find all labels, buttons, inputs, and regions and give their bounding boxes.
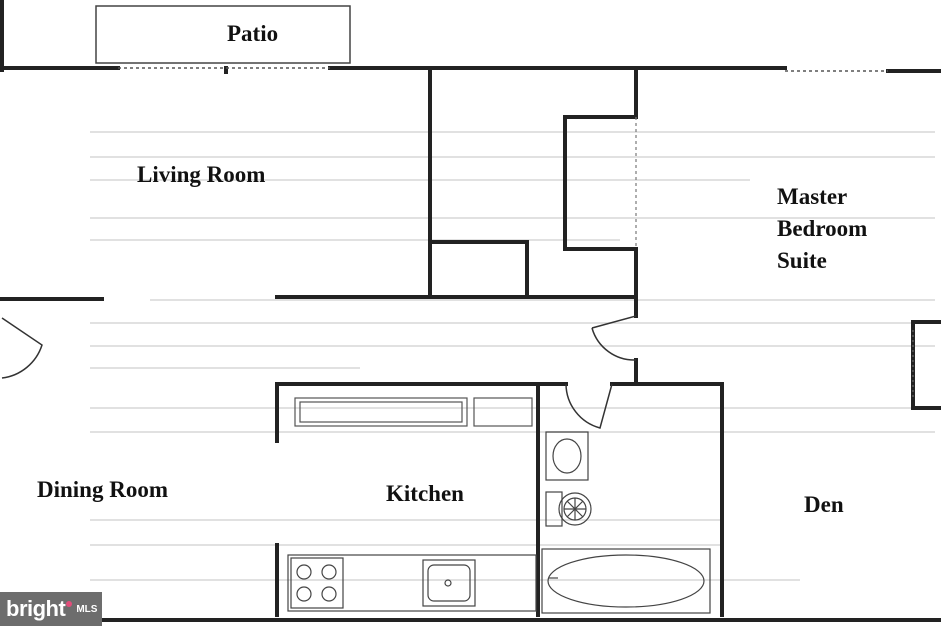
kitchen-lower-counter xyxy=(287,554,537,612)
dining-room-label: Dining Room xyxy=(37,477,168,502)
kitchen-upper-counter xyxy=(294,397,533,427)
watermark-dot-icon xyxy=(66,601,73,607)
master-bedroom-label-line2: Bedroom xyxy=(777,216,868,241)
watermark-suffix: MLS xyxy=(76,603,98,615)
patio-outline xyxy=(95,5,351,64)
background-ghost-lines xyxy=(90,131,935,581)
den-label: Den xyxy=(804,492,844,517)
master-bedroom-label-line3: Suite xyxy=(777,248,827,273)
bathroom-fixtures xyxy=(541,431,711,614)
master-bedroom-label-line1: Master xyxy=(777,184,848,209)
kitchen-label: Kitchen xyxy=(386,481,464,506)
bright-mls-watermark: bright MLS xyxy=(0,592,102,626)
door-swings xyxy=(1,315,637,429)
watermark-brand: bright xyxy=(6,596,66,621)
patio-label: Patio xyxy=(227,21,279,46)
living-room-label: Living Room xyxy=(137,162,266,187)
